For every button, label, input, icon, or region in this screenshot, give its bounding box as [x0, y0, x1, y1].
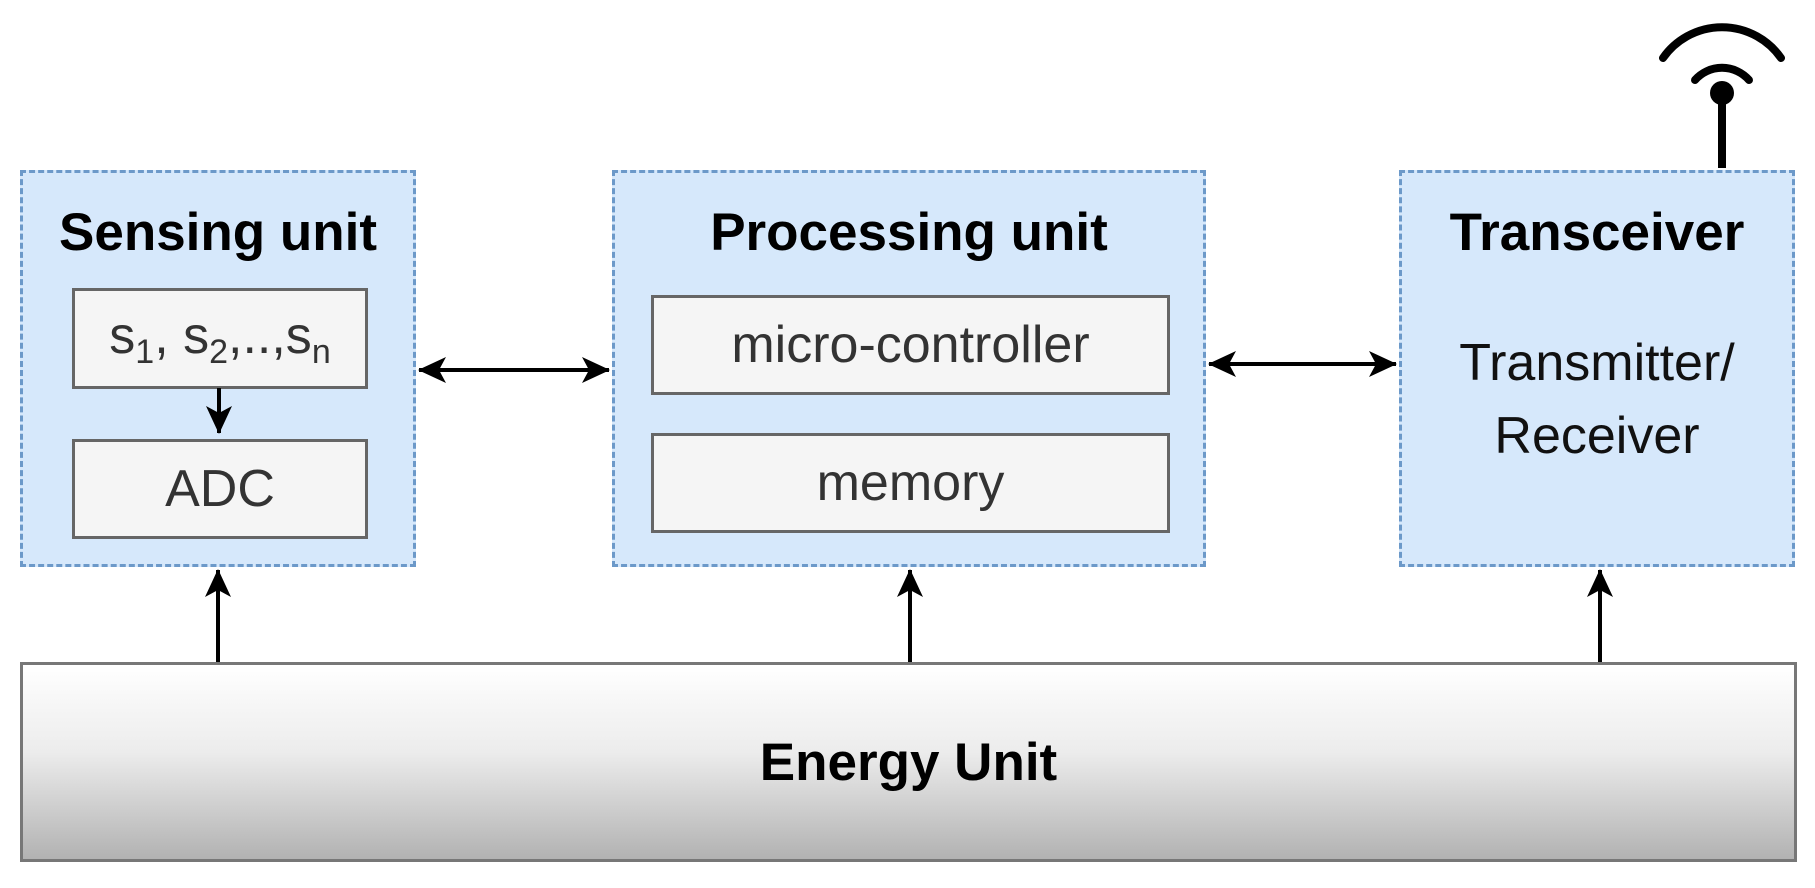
microcontroller-box: micro-controller — [651, 295, 1170, 395]
sensors-box: s1, s2,..,sn — [72, 288, 368, 389]
transceiver-body: Transmitter/ Receiver — [1402, 327, 1792, 473]
sensing-unit: Sensing unit s1, s2,..,sn ADC — [20, 170, 416, 567]
processing-unit: Processing unit micro-controller memory — [612, 170, 1206, 567]
adc-box: ADC — [72, 439, 368, 539]
memory-box: memory — [651, 433, 1170, 533]
wireless-antenna-icon — [1659, 23, 1785, 168]
sensors-label: s1, s2,..,sn — [109, 306, 331, 371]
sensing-unit-title: Sensing unit — [59, 203, 377, 262]
transceiver-line-2: Receiver — [1494, 407, 1700, 465]
transceiver-line-1: Transmitter/ — [1459, 334, 1735, 392]
energy-unit-title: Energy Unit — [759, 732, 1058, 792]
energy-unit: Energy Unit — [20, 662, 1797, 862]
processing-unit-title: Processing unit — [710, 203, 1108, 262]
transceiver-title: Transceiver — [1449, 203, 1745, 262]
transceiver-unit: Transceiver Transmitter/ Receiver — [1399, 170, 1795, 567]
